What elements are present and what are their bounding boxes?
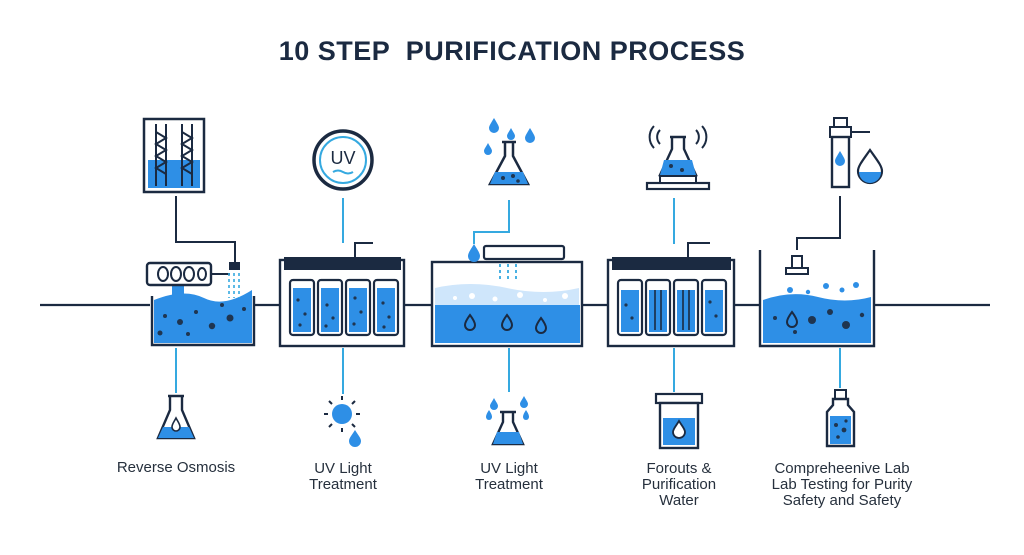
step-label-2-line-0: UV Light: [480, 460, 538, 477]
step-label-4-line-2: Safety and Safety: [782, 492, 902, 509]
step-label-4: Compreheenive Lab Lab Testing for Purity…: [752, 461, 932, 509]
filter-bottle-with-drop-icon: [829, 117, 884, 189]
sun-drop-icon: [324, 396, 361, 447]
step-label-1: UV Light Treatment: [258, 461, 428, 493]
lab-bottle-icon: [825, 389, 856, 448]
step-label-4-line-0: Compreheenive Lab: [774, 460, 910, 477]
spray-tank-icon: [145, 261, 256, 347]
step-label-4-line-1: Lab Testing for Purity: [771, 476, 913, 493]
aeration-tank-icon: [430, 244, 584, 348]
flask-with-signal-icon: [645, 125, 711, 191]
top-connectors: [175, 196, 841, 262]
filter-column-tank-icon: [606, 242, 736, 348]
step-label-2-line-1: Treatment: [475, 476, 543, 493]
step-label-0: Reverse Osmosis: [91, 460, 261, 476]
water-jar-icon: [654, 392, 704, 450]
step-label-3-line-0: Forouts &: [646, 460, 712, 477]
uv-badge-text: UV: [330, 148, 355, 168]
step-label-3-line-2: Water: [659, 492, 699, 509]
four-filter-tank-icon: [278, 242, 406, 348]
filter-cartridges-icon: [142, 117, 206, 194]
flask-icon: [156, 394, 196, 440]
flask-drops-icon: [486, 396, 529, 446]
step-label-3-line-1: Purification: [641, 476, 717, 493]
blue-connectors: [175, 198, 841, 394]
step-label-1-line-0: UV Light: [314, 460, 372, 477]
page-title: 10 STEP PURIFICATION PROCESS: [278, 36, 746, 66]
settling-tank-icon: [758, 250, 876, 348]
step-label-3: Forouts & Purification Water: [594, 461, 764, 509]
uv-badge-icon: UV: [312, 129, 374, 191]
flask-with-drops-icon: [484, 118, 535, 186]
step-label-2: UV Light Treatment: [424, 461, 594, 493]
step-label-1-line-1: Treatment: [309, 476, 377, 493]
step-label-0-line-0: Reverse Osmosis: [116, 459, 236, 476]
